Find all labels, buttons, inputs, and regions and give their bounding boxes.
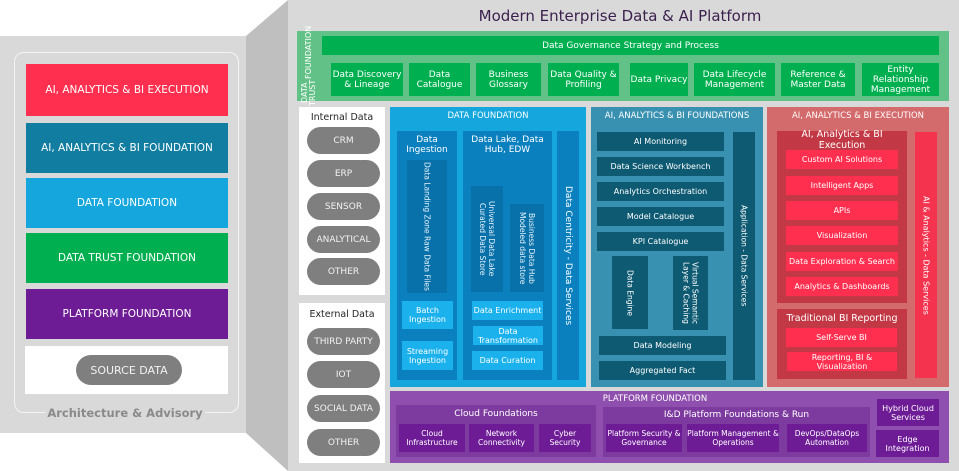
source-pill-other-internal: OTHER (307, 258, 380, 285)
governance-bar: Data Governance Strategy and Process (322, 36, 939, 55)
platform-security-governance-box: Platform Security & Governance (606, 424, 682, 452)
model-catalogue-box: Model Catalogue (597, 207, 724, 226)
legend-band-label: DATA TRUST FOUNDATION (58, 252, 196, 264)
legend-band-data-trust: DATA TRUST FOUNDATION (26, 233, 228, 283)
landing-zone-box: Data Landing Zone Raw Data Files (407, 160, 447, 293)
vertical-label-line: FOUNDATION (304, 26, 313, 80)
application-data-services-bar: Application - Data Services (733, 132, 755, 380)
legend-band-ai-foundation: AI, ANALYTICS & BI FOUNDATION (26, 123, 228, 173)
legend-band-label: PLATFORM FOUNDATION (62, 308, 192, 320)
intelligent-apps-box: Intelligent Apps (786, 176, 898, 195)
legend-band-label: DATA FOUNDATION (76, 197, 178, 209)
data-science-workbench-box: Data Science Workbench (597, 157, 724, 176)
reporting-bi-visualization-box: Reporting, BI & Visualization (787, 352, 897, 371)
source-pill-crm: CRM (307, 127, 380, 154)
cloud-foundations-title: Cloud Foundations (454, 409, 538, 419)
devops-dataops-automation-box: DevOps/DataOps Automation (787, 424, 867, 452)
dt-item-catalogue: Data Catalogue (409, 63, 470, 96)
ai-analytics-data-services-bar: AI & Analytics - Data Services (915, 132, 937, 378)
source-pill-social-data: SOCIAL DATA (307, 395, 380, 422)
visualization-box: Visualization (786, 226, 898, 245)
data-enrichment-box: Data Enrichment (472, 301, 543, 320)
ai-execution-title: AI, ANALYTICS & BI EXECUTION (791, 111, 925, 121)
page-title: Modern Enterprise Data & AI Platform (478, 7, 762, 25)
dt-item-quality-profiling: Data Quality & Profiling (548, 63, 619, 96)
dt-item-discovery-lineage: Data Discovery & Lineage (331, 63, 403, 96)
data-exploration-search-box: Data Exploration & Search (786, 252, 898, 271)
data-trust-vertical-label: DATA TRUST FOUNDATION (298, 26, 320, 105)
cyber-security-box: Cyber Security (539, 424, 591, 452)
dt-item-privacy: Data Privacy (630, 63, 688, 96)
platform-run-title: I&D Platform Foundations & Run (663, 410, 810, 420)
ai-execution-group-title: AI, Analytics & BI Execution (801, 129, 883, 151)
universal-data-lake-box: Universal Data Lake Curated Data Store (471, 186, 503, 292)
panel-side-face (246, 0, 288, 471)
source-pill-analytical: ANALYTICAL (307, 226, 380, 253)
legend-band-ai-execution: AI, ANALYTICS & BI EXECUTION (26, 64, 228, 116)
cloud-infrastructure-box: Cloud Infrastructure (399, 424, 465, 452)
data-curation-box: Data Curation (472, 351, 543, 370)
source-pill-iot: IOT (307, 361, 380, 388)
data-engine-box: Data Engine (612, 256, 648, 329)
analytics-orchestration-box: Analytics Orchestration (597, 182, 724, 201)
dt-item-glossary: Business Glossary (476, 63, 541, 96)
analytics-dashboards-box: Analytics & Dashboards (786, 277, 898, 296)
legend-band-data-foundation: DATA FOUNDATION (26, 178, 228, 228)
edge-integration-box: Edge Integration (876, 430, 939, 457)
aggregated-fact-box: Aggregated Fact (599, 361, 726, 380)
self-serve-bi-box: Self-Serve BI (786, 328, 897, 347)
dt-item-entity-relationship: Entity Relationship Management (862, 63, 939, 96)
ai-foundation-title: AI, ANALYTICS & BI FOUNDATIONS (604, 111, 750, 121)
legend-band-label: AI, ANALYTICS & BI EXECUTION (45, 84, 209, 96)
advisory-label: Architecture & Advisory (45, 404, 205, 422)
source-pill-sensor: SENSOR (307, 193, 380, 220)
legend-band-platform: PLATFORM FOUNDATION (26, 289, 228, 339)
source-pill-third-party: THIRD PARTY (307, 328, 380, 355)
source-pill-erp: ERP (307, 160, 380, 187)
traditional-bi-group-title: Traditional BI Reporting (786, 312, 898, 324)
custom-ai-solutions-box: Custom AI Solutions (786, 150, 898, 169)
ingestion-title: Data Ingestion (406, 135, 448, 155)
data-transformation-box: Data Transformation (473, 326, 543, 345)
data-foundation-title: DATA FOUNDATION (447, 111, 529, 121)
data-lake-title: Data Lake, Data Hub, EDW (471, 135, 544, 155)
streaming-ingestion-box: Streaming Ingestion (402, 341, 453, 370)
apis-box: APIs (786, 201, 898, 220)
batch-ingestion-box: Batch Ingestion (402, 301, 453, 329)
vertical-label-line: DATA TRUST (300, 79, 317, 106)
data-modeling-box: Data Modeling (599, 336, 726, 355)
dt-item-reference-master: Reference & Master Data (781, 63, 855, 96)
dt-item-lifecycle: Data Lifecycle Management (694, 63, 775, 96)
hybrid-cloud-services-box: Hybrid Cloud Services (877, 399, 939, 426)
kpi-catalogue-box: KPI Catalogue (597, 232, 724, 251)
platform-management-operations-box: Platform Management & Operations (687, 424, 779, 452)
ai-monitoring-box: AI Monitoring (597, 132, 724, 151)
source-pill-other-external: OTHER (307, 429, 380, 456)
business-data-hub-box: Business Data Hub Modeled data store (510, 204, 544, 292)
legend-band-label: AI, ANALYTICS & BI FOUNDATION (41, 142, 213, 154)
network-connectivity-box: Network Connectivity (469, 424, 534, 452)
platform-foundation-title: PLATFORM FOUNDATION (602, 393, 708, 404)
virtual-semantic-layer-box: Virtual Semantic Layer & Caching (673, 256, 708, 330)
internal-data-title: Internal Data (310, 111, 374, 123)
external-data-title: External Data (309, 308, 375, 320)
data-services-bar: Data Centricity - Data Services (557, 131, 579, 380)
legend-source-data-pill: SOURCE DATA (76, 355, 182, 385)
